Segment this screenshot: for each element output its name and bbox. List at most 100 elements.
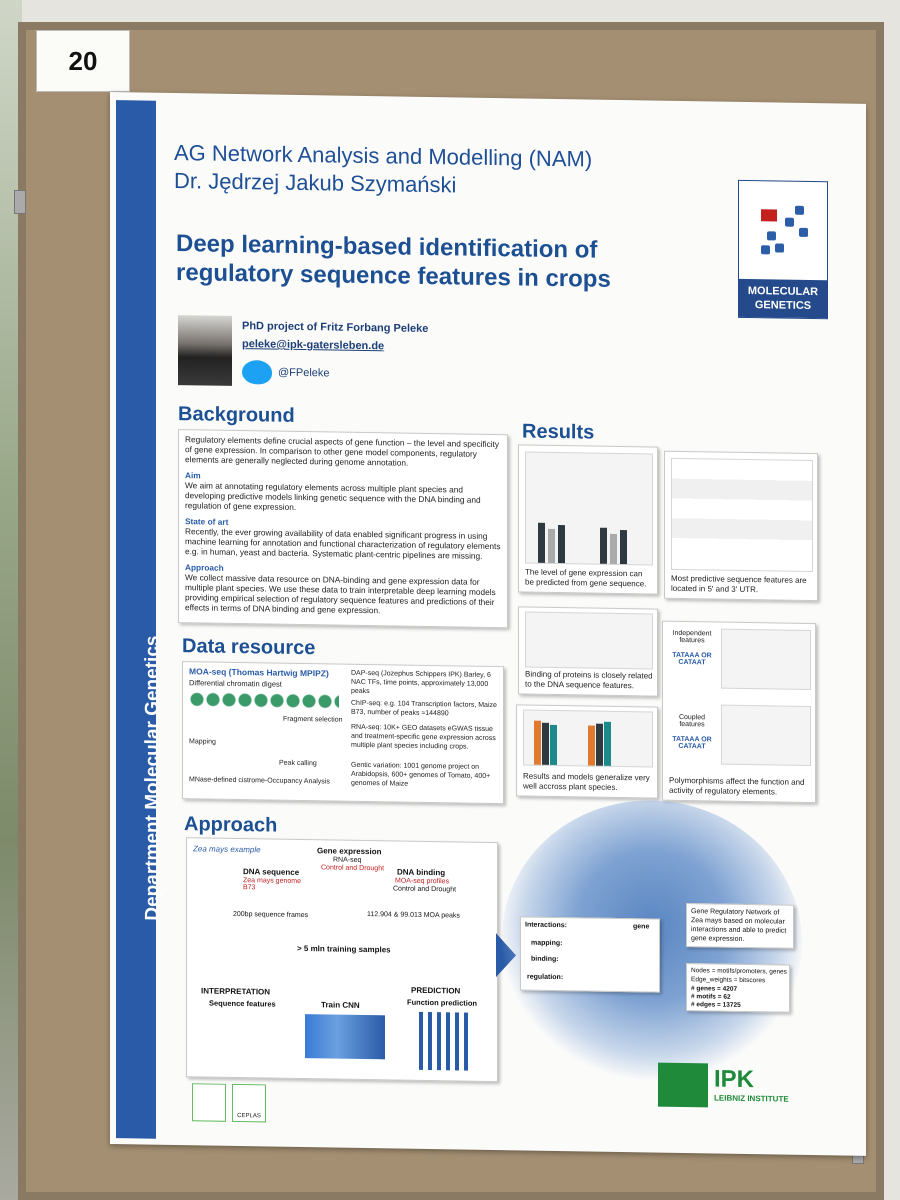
frames-label: 200bp sequence frames xyxy=(233,910,309,920)
chart-bar xyxy=(548,528,555,563)
rna-text: RNA-seq: 10K+ GEO datasets eGWAS tissue … xyxy=(351,723,496,751)
molecular-genetics-logo: MOLECULAR GENETICS xyxy=(738,179,828,320)
expression-bar-chart xyxy=(525,451,653,566)
result-caption-2: Most predictive sequence features are lo… xyxy=(671,573,807,595)
department-bar: Department Molecular Genetics xyxy=(116,100,163,1139)
chart-bar xyxy=(610,533,617,564)
independent-label: Independent features xyxy=(672,629,712,645)
chart-bar xyxy=(534,720,541,765)
chart-bar xyxy=(538,522,545,563)
peak-label: Peak calling xyxy=(279,759,317,768)
moa-foot: MNase-defined cistrome-Occupancy Analysi… xyxy=(189,776,330,786)
background-text: Regulatory elements define crucial aspec… xyxy=(179,430,507,621)
polymorphism-chart-1 xyxy=(721,628,811,691)
grn-description: Gene Regulatory Network of Zea mays base… xyxy=(686,903,794,949)
approach-bg-text: We collect massive data resource on DNA-… xyxy=(185,572,496,616)
sequence-features-label: Sequence features xyxy=(209,998,276,1009)
binding-cond-label: Control and Drought xyxy=(393,885,457,894)
legend-binding: binding: xyxy=(531,955,559,964)
binding-chart xyxy=(525,611,653,670)
chart-bar xyxy=(596,723,603,766)
background-intro: Regulatory elements define crucial aspec… xyxy=(185,434,500,468)
chart-bar xyxy=(588,725,595,766)
hexagon-icon xyxy=(775,243,784,253)
result-panel-3: Binding of proteins is closely related t… xyxy=(518,606,658,697)
grass-icon xyxy=(658,1062,708,1108)
edges-stat: # edges = 13725 xyxy=(691,1001,741,1009)
result-panel-5: Independent features TATAAA OR CATAAT Co… xyxy=(662,620,816,804)
independent-motif: TATAAA OR CATAAT xyxy=(672,651,712,667)
cnn-diagram xyxy=(305,1014,385,1060)
ceplas-logo: CEPLAS xyxy=(232,1083,266,1123)
author-email[interactable]: peleke@ipk-gatersleben.de xyxy=(242,338,385,353)
result-caption-4: Results and models generalize very well … xyxy=(523,771,650,792)
logo-text: MOLECULAR GENETICS xyxy=(739,278,827,319)
legend-mapping: mapping: xyxy=(531,939,563,948)
chart-bar xyxy=(550,724,557,766)
dna-binding-label: DNA binding xyxy=(397,867,446,878)
group-header: AG Network Analysis and Modelling (NAM) … xyxy=(174,139,592,202)
legend-regulation: regulation: xyxy=(527,973,564,982)
result-caption-3: Binding of proteins is closely related t… xyxy=(525,669,653,691)
background-box: Regulatory elements define crucial aspec… xyxy=(178,429,508,629)
poster-title: Deep learning-based identification of re… xyxy=(176,230,611,293)
data-resource-box: MOA-seq (Thomas Hartwig MPIPZ) Different… xyxy=(182,661,504,805)
board-hinge xyxy=(14,190,26,214)
mapping-label: Mapping xyxy=(189,738,216,746)
result-panel-4: Results and models generalize very well … xyxy=(516,704,658,799)
species-bar-chart xyxy=(523,709,653,768)
ipk-logo: IPK LEIBNIZ INSTITUTE xyxy=(658,1062,798,1109)
training-label: > 5 mln training samples xyxy=(297,943,391,955)
coupled-motif: TATAAA OR CATAAT xyxy=(672,735,712,751)
result-panel-1: The level of gene expression can be pred… xyxy=(518,444,658,595)
chart-bar xyxy=(604,721,611,766)
aim-text: We aim at annotating regulatory elements… xyxy=(185,480,481,512)
poster: Department Molecular Genetics AG Network… xyxy=(110,92,866,1156)
legend-interactions: Interactions: xyxy=(525,921,568,930)
gv-text: Gentic variation: 1001 genome project on… xyxy=(351,761,491,788)
state-text: Recently, the ever growing availability … xyxy=(185,526,501,561)
moa-profiles-label: MOA-seq profiles xyxy=(395,877,450,886)
result-caption-1: The level of gene expression can be pred… xyxy=(525,567,647,589)
dna-sequence-label: DNA sequence xyxy=(243,867,300,877)
chart-bar xyxy=(620,530,627,565)
dap-text: DAP-seq (Jozephus Schippers IPK) Barley,… xyxy=(351,669,491,696)
chip-text: ChIP-seq: e.g. 104 Transcription factors… xyxy=(351,699,497,718)
condition-label: Control and Drought xyxy=(321,864,385,873)
author-photo xyxy=(178,315,232,386)
hexagon-icon xyxy=(767,231,776,241)
hexagon-icon xyxy=(785,217,794,227)
prediction-chart xyxy=(419,1011,469,1071)
feature-importance-chart xyxy=(671,457,813,573)
chart-bar xyxy=(542,722,549,765)
moa-sub: Differential chromatin digest xyxy=(189,678,282,689)
board-number: 20 xyxy=(36,30,130,92)
peaks-label: 112.904 & 99.013 MOA peaks xyxy=(367,911,460,920)
interpretation-label: INTERPRETATION xyxy=(201,986,271,997)
network-stats: Nodes = motifs/promoters, genes Edge_wei… xyxy=(686,963,790,1013)
data-resource-heading: Data resource xyxy=(182,635,316,660)
genes-stat: # genes = 4207 xyxy=(691,985,738,993)
result-caption-5: Polymorphisms affect the function and ac… xyxy=(669,775,805,797)
gene-expression-label: Gene expression xyxy=(317,846,382,857)
background-heading: Background xyxy=(178,403,295,427)
chart-bar xyxy=(558,525,565,564)
author-project: PhD project of Fritz Forbang Peleke xyxy=(242,320,429,336)
ipk-name: IPK xyxy=(714,1065,755,1094)
twitter-bird-icon xyxy=(242,360,272,385)
approach-example: Zea mays example xyxy=(193,844,261,855)
chart-bar xyxy=(600,527,607,564)
hexagon-icon xyxy=(795,205,804,215)
prediction-label: PREDICTION xyxy=(411,985,461,996)
result-panel-2: Most predictive sequence features are lo… xyxy=(664,450,818,602)
pixel-invader-icon xyxy=(761,209,777,222)
ceplas-name: CEPLAS xyxy=(237,1112,261,1120)
motifs-stat: # motifs = 62 xyxy=(691,993,731,1001)
rna-seq-label: RNA-seq xyxy=(333,856,362,864)
department-label: Department Molecular Genetics xyxy=(142,635,163,921)
partner-logo xyxy=(192,1083,226,1122)
nodes-stat: Nodes = motifs/promoters, genes xyxy=(691,967,787,976)
approach-box: Zea mays example Gene expression RNA-seq… xyxy=(186,837,498,1083)
author-twitter[interactable]: @FPeleke xyxy=(278,366,330,380)
